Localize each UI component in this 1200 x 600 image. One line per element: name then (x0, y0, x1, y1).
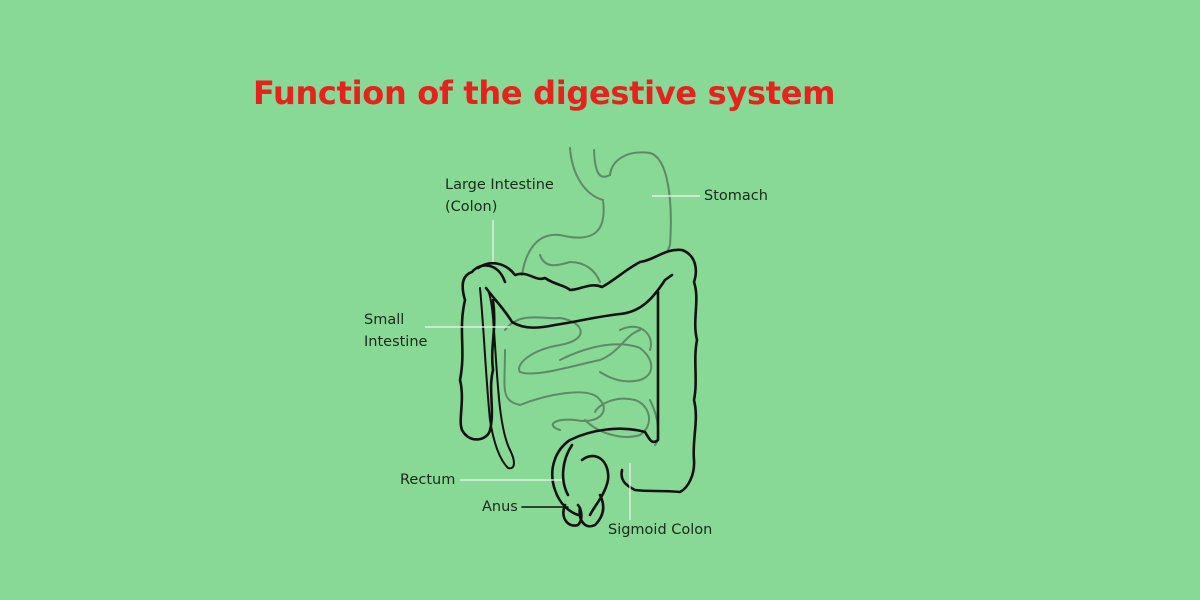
label-intestine: Intestine (364, 334, 428, 350)
stomach-outline (521, 147, 672, 283)
label-stomach: Stomach (704, 188, 768, 204)
small-intestine-outline (503, 316, 660, 446)
large-intestine-outline (458, 248, 699, 517)
label-large-intestine: Large Intestine (445, 177, 554, 193)
diagram-title: Function of the digestive system (253, 74, 836, 112)
label-anus: Anus (482, 499, 518, 515)
leader-lines (425, 195, 700, 520)
anus-outline (562, 493, 605, 528)
ileum-appendix-outline (479, 287, 515, 470)
label-sigmoid-colon: Sigmoid Colon (608, 522, 713, 538)
label-colon: (Colon) (445, 199, 498, 215)
label-small: Small (364, 312, 405, 328)
label-rectum: Rectum (400, 472, 456, 488)
